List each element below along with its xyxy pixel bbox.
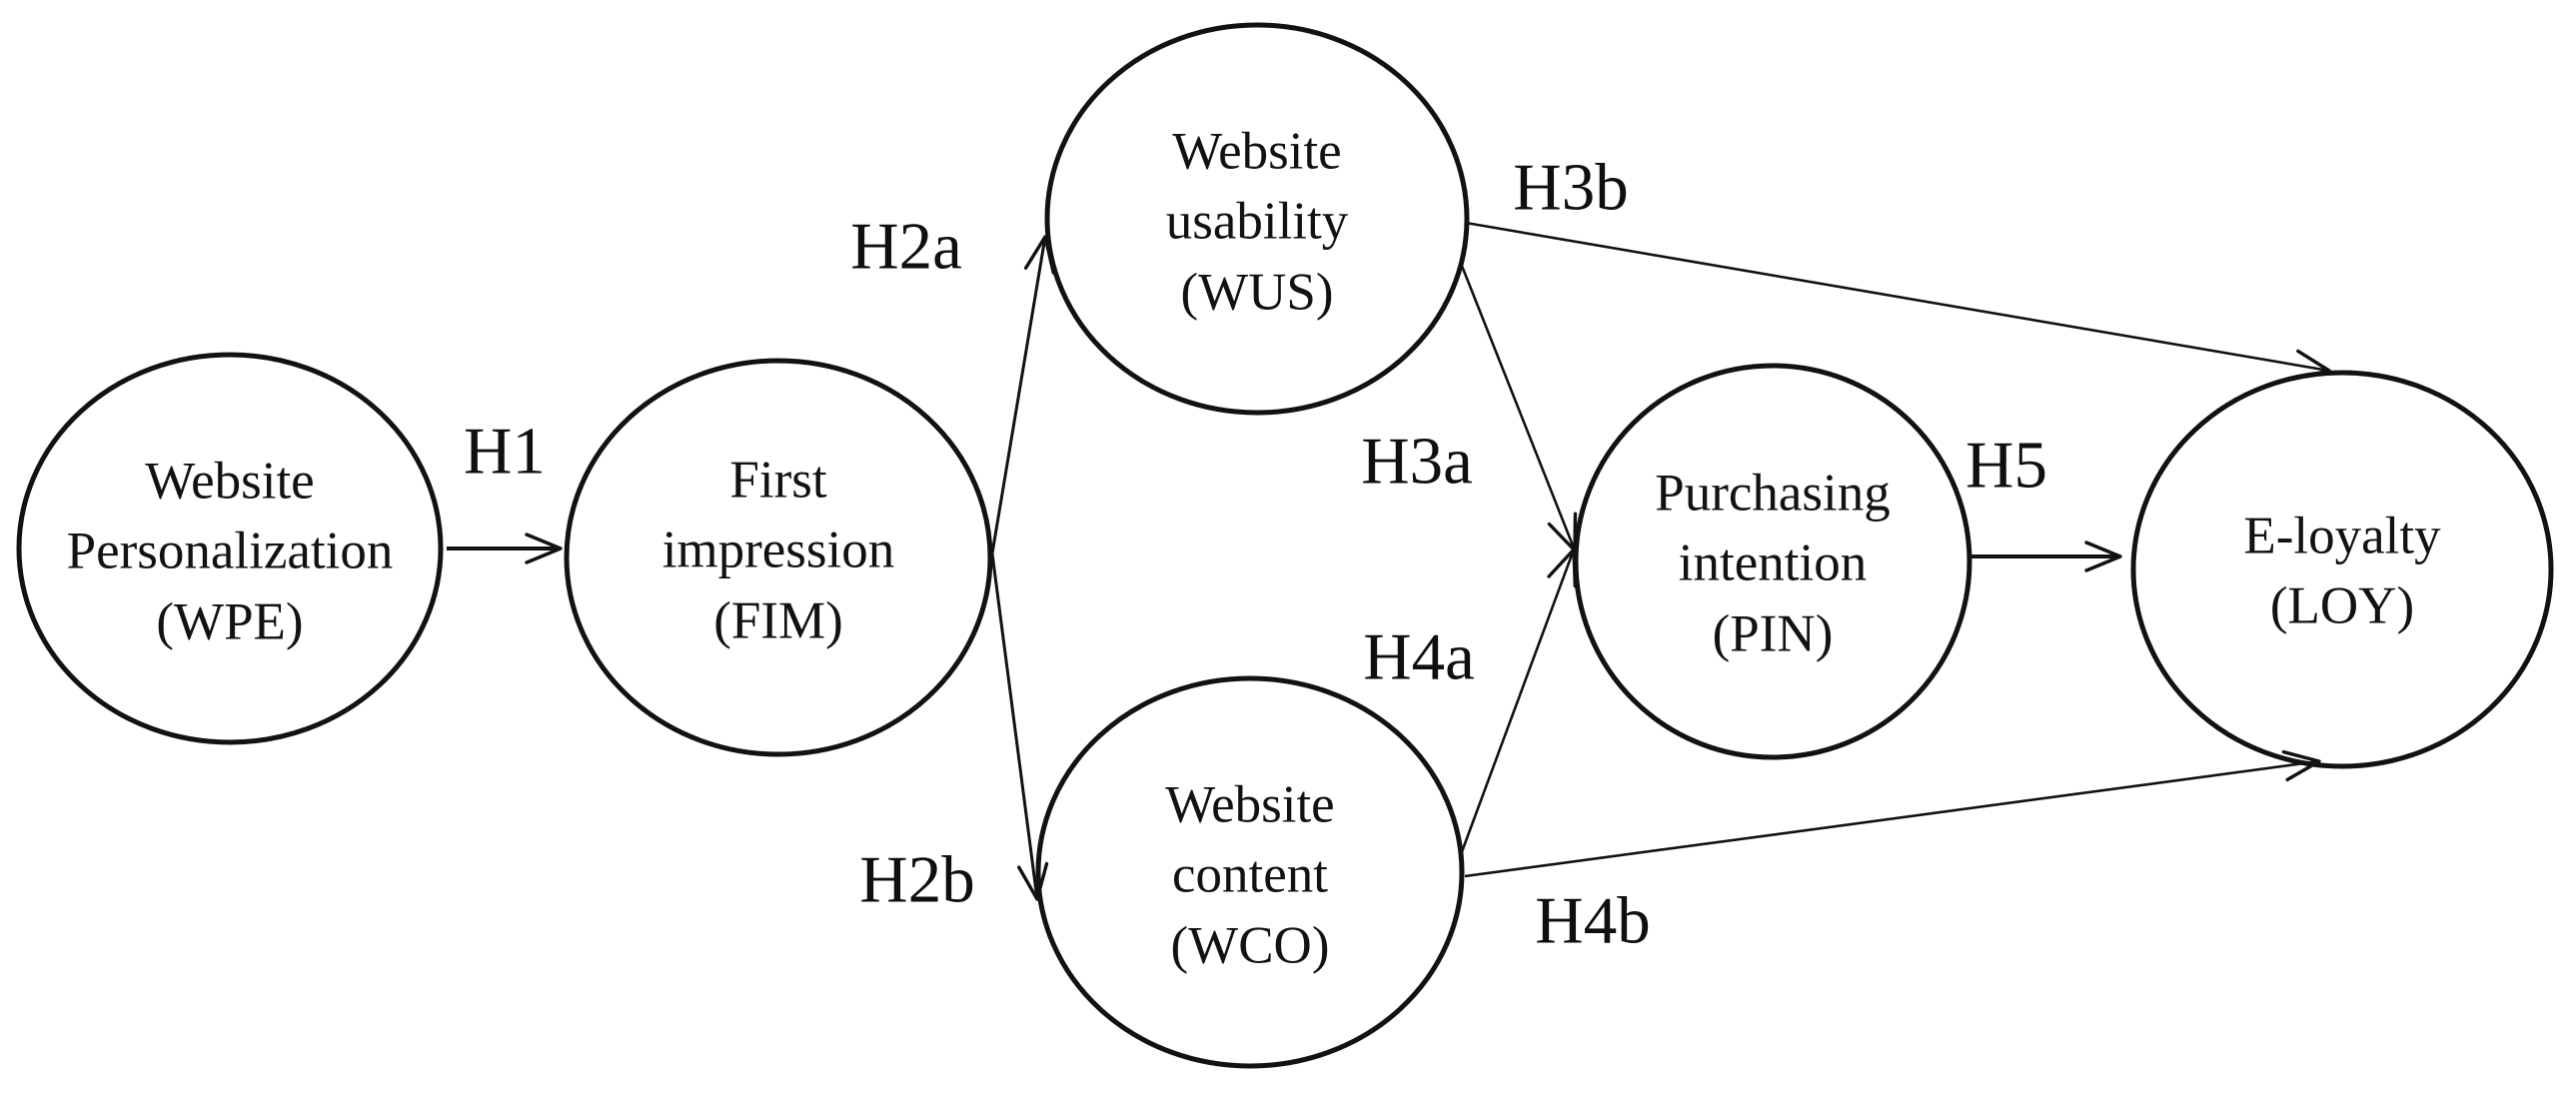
node-circle-fim xyxy=(564,358,993,757)
edge-h4a-arrow xyxy=(1458,548,1578,858)
node-circle-wco xyxy=(1035,675,1465,1069)
node-circle-wpe xyxy=(16,352,444,745)
edge-h2b-arrow xyxy=(990,552,1049,901)
edge-h4b-arrow xyxy=(1464,749,2321,878)
edge-h3a-arrow xyxy=(1460,265,1578,552)
node-circle-pin xyxy=(1573,363,1972,760)
edge-h2a-arrow xyxy=(990,235,1055,554)
node-circle-wus xyxy=(1044,22,1470,416)
edge-h3b-arrow xyxy=(1465,221,2331,381)
node-circle-loy xyxy=(2130,370,2554,769)
